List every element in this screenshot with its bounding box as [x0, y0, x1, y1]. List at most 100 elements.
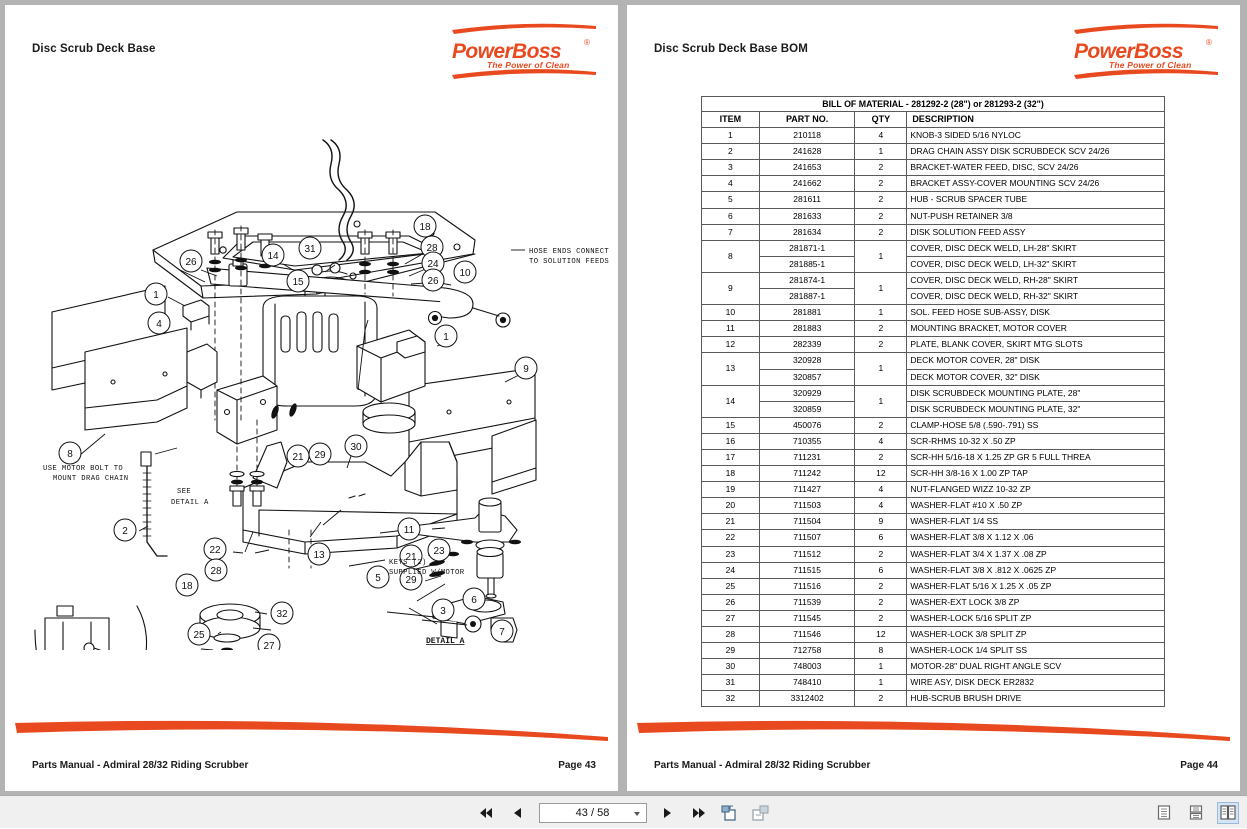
cell-description: WASHER-LOCK 3/8 SPLIT ZP: [906, 625, 1165, 644]
note-keys-line1: KEYS (2): [389, 559, 427, 567]
svg-text:18: 18: [181, 581, 193, 592]
detail-a-label: DETAIL A: [426, 637, 465, 646]
cell-description: WASHER-LOCK 5/16 SPLIT ZP: [906, 609, 1165, 628]
cell-part-no: 748410: [758, 674, 856, 692]
svg-text:31: 31: [304, 244, 316, 255]
cell-description: COVER, DISC DECK WELD, RH-28" SKIRT: [906, 271, 1165, 290]
cell-qty: 2: [854, 320, 908, 338]
pdf-page-43[interactable]: Disc Scrub Deck Base PowerBoss ® The Pow…: [5, 5, 618, 791]
svg-text:8: 8: [67, 449, 73, 460]
page-title: Disc Scrub Deck Base: [32, 43, 156, 55]
column-header-item: ITEM: [701, 110, 760, 129]
cell-qty: 2: [854, 690, 908, 708]
fit-page-button[interactable]: [720, 802, 740, 824]
cell-part-no: 320928: [758, 352, 856, 370]
cell-item: 32: [701, 690, 760, 708]
pdf-page-44[interactable]: Disc Scrub Deck Base BOM PowerBoss ® The…: [627, 5, 1240, 791]
last-page-button[interactable]: [689, 802, 709, 824]
page-number-value[interactable]: 43 / 58: [575, 806, 610, 819]
cell-part-no: 711427: [758, 481, 856, 499]
cell-item: 6: [701, 207, 760, 225]
svg-text:3: 3: [440, 606, 446, 617]
cell-qty: 1: [854, 271, 908, 306]
cell-qty: 8: [854, 642, 908, 660]
cell-part-no: 710355: [758, 432, 856, 450]
svg-text:2: 2: [122, 526, 128, 537]
cell-description: DECK MOTOR COVER, 32" DISK: [906, 368, 1165, 386]
cell-description: MOUNTING BRACKET, MOTOR COVER: [906, 320, 1165, 338]
svg-text:1: 1: [443, 332, 449, 343]
cell-part-no: 281881: [758, 304, 856, 322]
svg-text:7: 7: [499, 627, 505, 638]
cell-item: 20: [701, 497, 760, 515]
cell-qty: 2: [854, 175, 908, 193]
cell-item: 21: [701, 513, 760, 531]
note-hose-line2: TO SOLUTION FEEDS: [529, 258, 609, 266]
cell-part-no: 711503: [758, 497, 856, 515]
cell-part-no: 320929: [758, 384, 856, 402]
cell-description: DISK SOLUTION FEED ASSY: [906, 223, 1165, 241]
cell-item: 1: [701, 127, 760, 145]
two-page-view-button[interactable]: [1217, 801, 1239, 824]
cell-description: WASHER-FLAT 5/16 X 1.25 X .05 ZP: [906, 577, 1165, 595]
cell-qty: 2: [854, 223, 908, 241]
cell-qty: 1: [854, 304, 908, 322]
cell-qty: 2: [854, 416, 908, 434]
note-keys-line2: SUPPLIED W/MOTOR: [389, 569, 465, 577]
cell-qty: 4: [854, 127, 908, 145]
cell-part-no: 712758: [758, 642, 856, 660]
single-page-view-button[interactable]: [1153, 802, 1175, 824]
cell-description: HUB-SCRUB BRUSH DRIVE: [906, 690, 1165, 708]
cell-description: DISK SCRUBDECK MOUNTING PLATE, 32": [906, 400, 1165, 418]
fit-width-button[interactable]: [751, 802, 771, 824]
logo-wordmark: PowerBoss: [1074, 40, 1184, 63]
cell-description: SOL. FEED HOSE SUB-ASSY, DISK: [906, 304, 1165, 322]
chevron-down-icon[interactable]: [633, 811, 640, 816]
svg-text:27: 27: [263, 641, 275, 650]
next-page-icon: [664, 807, 671, 818]
svg-text:13: 13: [313, 550, 325, 561]
previous-page-button[interactable]: [508, 802, 528, 824]
cell-description: WASHER-FLAT 3/8 X .812 X .0625 ZP: [906, 561, 1165, 579]
cell-qty: 9: [854, 513, 908, 531]
cell-part-no: 711545: [758, 609, 856, 628]
svg-text:32: 32: [276, 609, 288, 620]
cell-part-no: 711242: [758, 465, 856, 483]
cell-qty: 2: [854, 609, 908, 628]
svg-text:10: 10: [459, 268, 471, 279]
cell-item: 11: [701, 320, 760, 338]
cell-qty: 1: [854, 352, 908, 386]
cell-qty: 1: [854, 143, 908, 161]
cell-description: SCR-HH 5/16-18 X 1.25 ZP GR 5 FULL THREA: [906, 448, 1165, 467]
footer-manual-title: Parts Manual - Admiral 28/32 Riding Scru…: [32, 760, 249, 771]
page-number-input[interactable]: 43 / 58: [538, 802, 647, 823]
fit-page-icon: [721, 804, 736, 821]
continuous-view-button[interactable]: [1185, 802, 1207, 824]
first-page-button[interactable]: [477, 802, 497, 824]
cell-part-no: 711515: [758, 561, 856, 579]
cell-qty: 2: [854, 577, 908, 595]
cell-description: COVER, DISC DECK WELD, RH-32" SKIRT: [906, 288, 1165, 306]
column-header-description: DESCRIPTION: [906, 110, 1165, 129]
svg-text:9: 9: [523, 364, 529, 375]
column-header-qty: QTY: [854, 110, 908, 129]
cell-part-no: 281885-1: [758, 255, 856, 273]
cell-part-no: 711507: [758, 529, 856, 547]
cell-qty: 6: [854, 561, 908, 579]
page-navigation-group: 43 / 58: [477, 796, 771, 829]
page-canvas-area[interactable]: Disc Scrub Deck Base PowerBoss ® The Pow…: [0, 0, 1247, 795]
next-page-button[interactable]: [658, 802, 678, 824]
svg-text:22: 22: [209, 545, 221, 556]
